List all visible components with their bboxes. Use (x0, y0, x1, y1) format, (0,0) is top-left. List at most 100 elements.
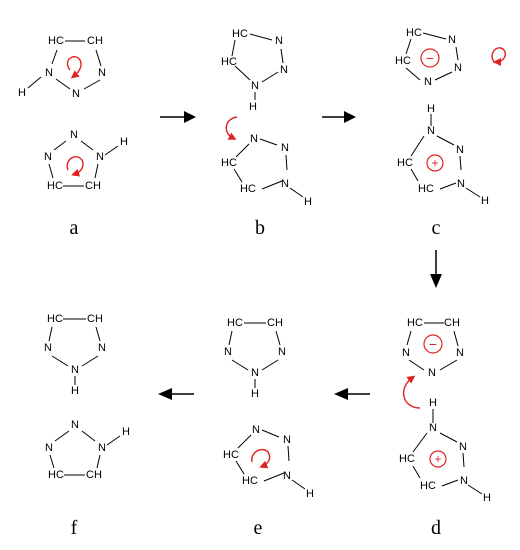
atom: H (483, 492, 491, 504)
atom: N (283, 434, 291, 446)
curved-arrow-icon (251, 448, 271, 469)
atom: N (252, 424, 260, 436)
atom: HC (47, 313, 63, 325)
minus-charge-icon (423, 334, 443, 354)
reaction-arrow-d-e (334, 388, 370, 400)
atom: N (275, 35, 283, 47)
molecule-f-bottom (49, 430, 121, 476)
panel-label-a: a (70, 217, 79, 239)
atom: N (71, 364, 79, 376)
atom: N (280, 64, 288, 76)
atom: N (251, 80, 259, 92)
atom: N (459, 441, 467, 453)
panel-label-b: b (255, 217, 265, 239)
curved-arrow-icon (66, 156, 84, 177)
atom: N (70, 129, 78, 141)
atom: N (72, 88, 80, 100)
atom: H (71, 385, 79, 397)
atom: N (251, 367, 259, 379)
panel-label-f: f (71, 517, 78, 539)
reaction-arrow-e-f (158, 388, 194, 400)
atom: N (45, 442, 53, 454)
panel-label-d: d (431, 517, 441, 539)
atom: CH (267, 317, 283, 329)
atom: N (44, 151, 52, 163)
atom: H (120, 136, 128, 148)
atom: N (71, 419, 79, 431)
atom: HC (418, 183, 434, 195)
atom: CH (87, 35, 103, 47)
charge-sign: + (434, 452, 441, 466)
atom: HC (48, 35, 64, 47)
atom: CH (87, 313, 103, 325)
atom: H (481, 195, 489, 207)
atom: N (96, 151, 104, 163)
molecule-c-top (405, 32, 459, 81)
panel-label-e: e (254, 517, 263, 539)
atom: N (448, 34, 456, 46)
panel-b: HC N HC N N H N N HC N H HC b (221, 28, 312, 239)
molecule-c-bottom (410, 114, 481, 198)
curved-arrow-icon (491, 47, 506, 66)
atom: HC (407, 317, 423, 329)
plus-charge-icon (429, 450, 447, 468)
atom: CH (85, 180, 101, 192)
atom: HC (397, 157, 413, 169)
panel-d: HC CH N N N − H N N HC N HC H + d (399, 317, 491, 539)
molecule-b-top (231, 33, 284, 100)
atom: HC (240, 183, 256, 195)
atom: N (283, 470, 291, 482)
atom: N (402, 347, 410, 359)
reaction-arrow-b-c (322, 111, 356, 123)
atom: N (278, 346, 286, 358)
atom: N (457, 178, 465, 190)
atom: HC (223, 449, 239, 461)
atom: HC (232, 28, 248, 40)
panel-c: HC N HC N N − H N N HC N HC H + c (395, 27, 506, 239)
atom: H (249, 101, 257, 113)
atom: HC (395, 55, 411, 67)
atom: N (281, 178, 289, 190)
minus-charge-icon (420, 48, 440, 68)
atom: HC (221, 56, 237, 68)
molecule-d-top (406, 322, 459, 371)
atom: N (456, 347, 464, 359)
curved-arrow-icon (225, 116, 238, 140)
atom: HC (227, 317, 243, 329)
atom: N (281, 142, 289, 154)
atom: N (429, 422, 437, 434)
atom: N (454, 62, 462, 74)
atom: N (98, 67, 106, 79)
atom: HC (47, 180, 63, 192)
atom: H (306, 488, 314, 500)
reaction-arrow-a-b (160, 111, 196, 123)
molecule-d-bottom (412, 409, 483, 495)
atom: HC (406, 27, 422, 39)
atom: N (456, 144, 464, 156)
atom: CH (86, 469, 102, 481)
atom: H (18, 87, 26, 99)
atom: N (44, 342, 52, 354)
panel-f: HC CH N N N H N N N H HC CH f (44, 313, 130, 539)
atom: N (98, 342, 106, 354)
atom: HC (221, 157, 237, 169)
curved-arrow-icon (402, 375, 421, 409)
atom: N (250, 133, 258, 145)
molecule-f-top (48, 318, 101, 385)
charge-sign: + (431, 156, 438, 170)
molecule-a-bottom (48, 140, 119, 187)
atom: N (224, 346, 232, 358)
atom: N (98, 442, 106, 454)
atom: H (427, 103, 435, 115)
atom: N (45, 67, 53, 79)
atom: N (428, 367, 436, 379)
curved-arrow-icon (66, 56, 82, 79)
atom: N (424, 76, 432, 88)
panel-label-c: c (432, 217, 441, 239)
reaction-arrow-c-d (430, 250, 442, 288)
atom: H (251, 388, 259, 400)
atom: HC (48, 469, 64, 481)
charge-sign: − (429, 336, 437, 352)
molecule-b-bottom (233, 138, 304, 198)
